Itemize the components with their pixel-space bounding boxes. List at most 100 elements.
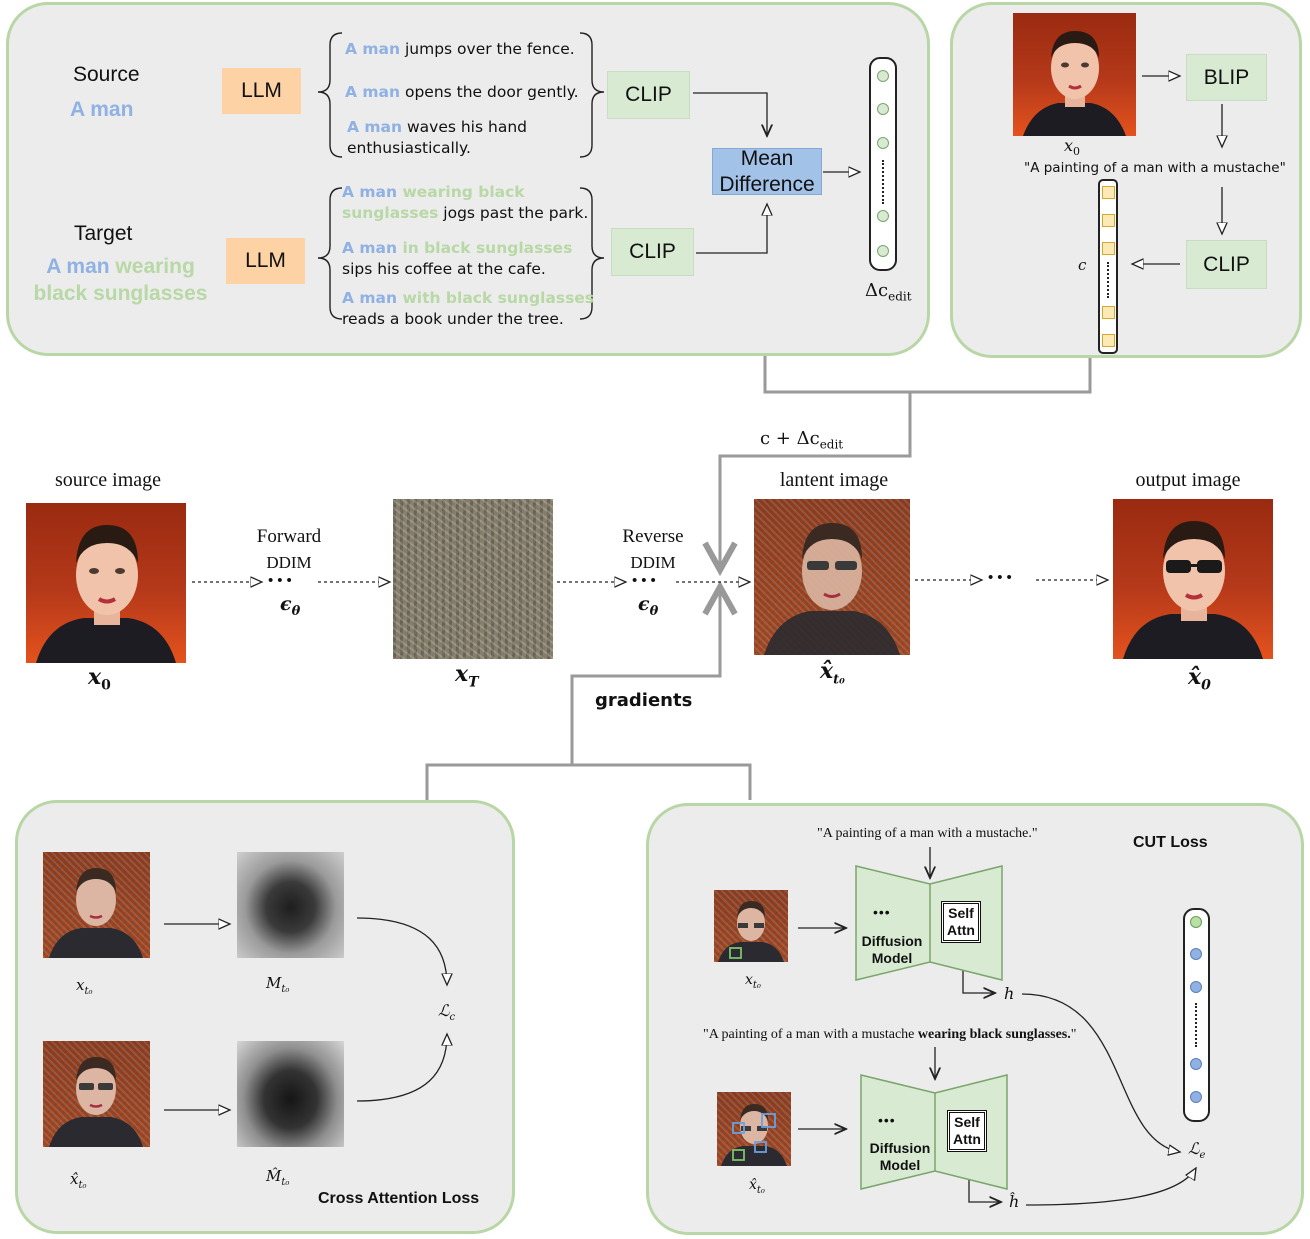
portrait-illustration xyxy=(49,1057,143,1147)
blip-caption: "A painting of a man with a mustache" xyxy=(1024,160,1286,176)
gradients-label: gradients xyxy=(595,690,693,711)
x-t0-label-right: xt₀ xyxy=(745,972,761,991)
reverse-ddim-label: Reverse DDIM xyxy=(622,526,684,572)
clip-box-target: CLIP xyxy=(611,228,694,276)
vector-element xyxy=(877,245,889,257)
blip-box: BLIP xyxy=(1186,54,1267,101)
vector-element xyxy=(877,210,889,222)
attention-map-source xyxy=(237,852,344,958)
source-sentence-2: A man opens the door gently. xyxy=(345,83,579,101)
portrait-illustration xyxy=(1023,31,1126,136)
attention-map-edited xyxy=(237,1041,344,1147)
vector-element xyxy=(1102,186,1115,199)
self-attention-block-source: Self Attn xyxy=(941,901,981,943)
vector-element xyxy=(1102,334,1115,347)
cut-loss-title: CUT Loss xyxy=(1133,834,1208,851)
diffusion-model-source xyxy=(855,865,1003,981)
h-hat-label: ĥ xyxy=(1009,1192,1020,1211)
eps-theta-reverse: ϵθ xyxy=(638,593,659,619)
target-sentence-1: A man wearing black sunglasses jogs past… xyxy=(342,183,589,222)
cross-attention-loss-title: Cross Attention Loss xyxy=(318,1190,480,1207)
vector-element xyxy=(1190,916,1202,928)
source-prompt: A man xyxy=(70,98,134,121)
x-t0-label-left: xt₀ xyxy=(76,976,93,997)
condition-label: c + Δcedit xyxy=(760,428,844,452)
vector-element xyxy=(1190,981,1202,993)
vector-element xyxy=(1102,242,1115,255)
portrait-illustration xyxy=(36,525,176,663)
xT-label: xT xyxy=(455,661,479,691)
xhat-t0-label-left: x̂t₀ xyxy=(70,1170,87,1191)
vector-element xyxy=(1190,1058,1202,1070)
vector-ellipsis xyxy=(882,160,886,204)
forward-step-dots: ••• xyxy=(268,572,296,589)
eps-theta-forward: ϵθ xyxy=(280,593,301,619)
sampling-step-dots: ••• xyxy=(988,569,1016,586)
source-image-title: source image xyxy=(54,469,162,491)
portrait-illustration xyxy=(721,1104,787,1166)
portrait-illustration xyxy=(764,523,900,655)
diffusion-model-label: Diffusion Model xyxy=(861,933,923,966)
diffusion-model-dots: ••• xyxy=(878,1112,896,1128)
cut-input-edited xyxy=(717,1092,791,1166)
xhat-t0-label: x̂t₀ xyxy=(820,658,845,688)
target-prompt-subject: A man xyxy=(46,255,110,278)
source-label: Source xyxy=(73,63,140,86)
diffusion-model-edited xyxy=(860,1074,1008,1190)
clip-box-caption: CLIP xyxy=(1186,240,1267,289)
delta-c-edit-label: Δcedit xyxy=(865,280,912,304)
output-image-title: output image xyxy=(1135,469,1241,491)
target-label: Target xyxy=(74,222,133,245)
cross-attention-loss-symbol: ℒc xyxy=(438,1001,456,1024)
output-image xyxy=(1113,499,1273,659)
vector-element xyxy=(1102,214,1115,227)
x0-label: x0 xyxy=(88,664,111,694)
portrait-illustration xyxy=(49,868,143,958)
target-prompt-attribute: black sunglasses xyxy=(33,282,208,305)
x0-label-top: x0 xyxy=(1064,136,1081,159)
latent-image-title: lantent image xyxy=(779,469,889,491)
source-sentence-3: A man waves his hand enthusiastically. xyxy=(347,118,527,157)
cut-caption-source: "A painting of a man with a mustache." xyxy=(817,826,1038,841)
source-portrait-thumbnail xyxy=(1013,13,1136,136)
vector-element xyxy=(1190,1091,1202,1103)
llm-box-source: LLM xyxy=(222,68,301,114)
source-sentence-1: A man jumps over the fence. xyxy=(345,40,575,58)
cut-input-source xyxy=(714,890,788,962)
diffusion-model-dots: ••• xyxy=(873,904,891,920)
vector-element xyxy=(877,70,889,82)
vector-element xyxy=(1102,306,1115,319)
vector-ellipsis xyxy=(1107,262,1111,298)
Mhat-t0-label: M̂t₀ xyxy=(266,1167,290,1188)
mean-difference-box: Mean Difference xyxy=(712,147,822,196)
xhat-0-label: x̂0 xyxy=(1188,664,1211,694)
vector-ellipsis xyxy=(1195,1003,1199,1047)
reverse-step-dots: ••• xyxy=(632,572,660,589)
cut-caption-target: "A painting of a man with a mustache wea… xyxy=(703,1027,1077,1042)
vector-element xyxy=(877,137,889,149)
cut-loss-symbol: ℒe xyxy=(1188,1139,1206,1162)
c-label: c xyxy=(1078,256,1087,274)
clip-box-source: CLIP xyxy=(607,71,690,119)
forward-ddim-label: Forward DDIM xyxy=(256,526,322,572)
xhat-t0-label-right: x̂t₀ xyxy=(749,1177,765,1196)
vector-element xyxy=(877,103,889,115)
noise-image xyxy=(393,499,553,659)
target-sentence-3: A man with black sunglasses reads a book… xyxy=(342,289,595,328)
M-t0-label: Mt₀ xyxy=(266,974,290,995)
diffusion-model-label: Diffusion Model xyxy=(869,1140,931,1173)
portrait-illustration xyxy=(1123,521,1263,659)
latent-thumbnail-source xyxy=(43,852,150,958)
target-prompt-wearing: wearing xyxy=(109,255,195,278)
vector-element xyxy=(1190,948,1202,960)
source-image xyxy=(26,503,186,663)
latent-thumbnail-edited xyxy=(43,1041,150,1147)
self-attention-block-edited: Self Attn xyxy=(947,1110,987,1152)
target-prompt: A man wearing black sunglasses xyxy=(28,253,213,307)
target-sentence-2: A man in black sunglasses sips his coffe… xyxy=(342,239,573,278)
portrait-illustration xyxy=(718,901,784,962)
llm-box-target: LLM xyxy=(226,238,305,284)
latent-image xyxy=(754,499,910,655)
h-label: h xyxy=(1004,984,1015,1003)
